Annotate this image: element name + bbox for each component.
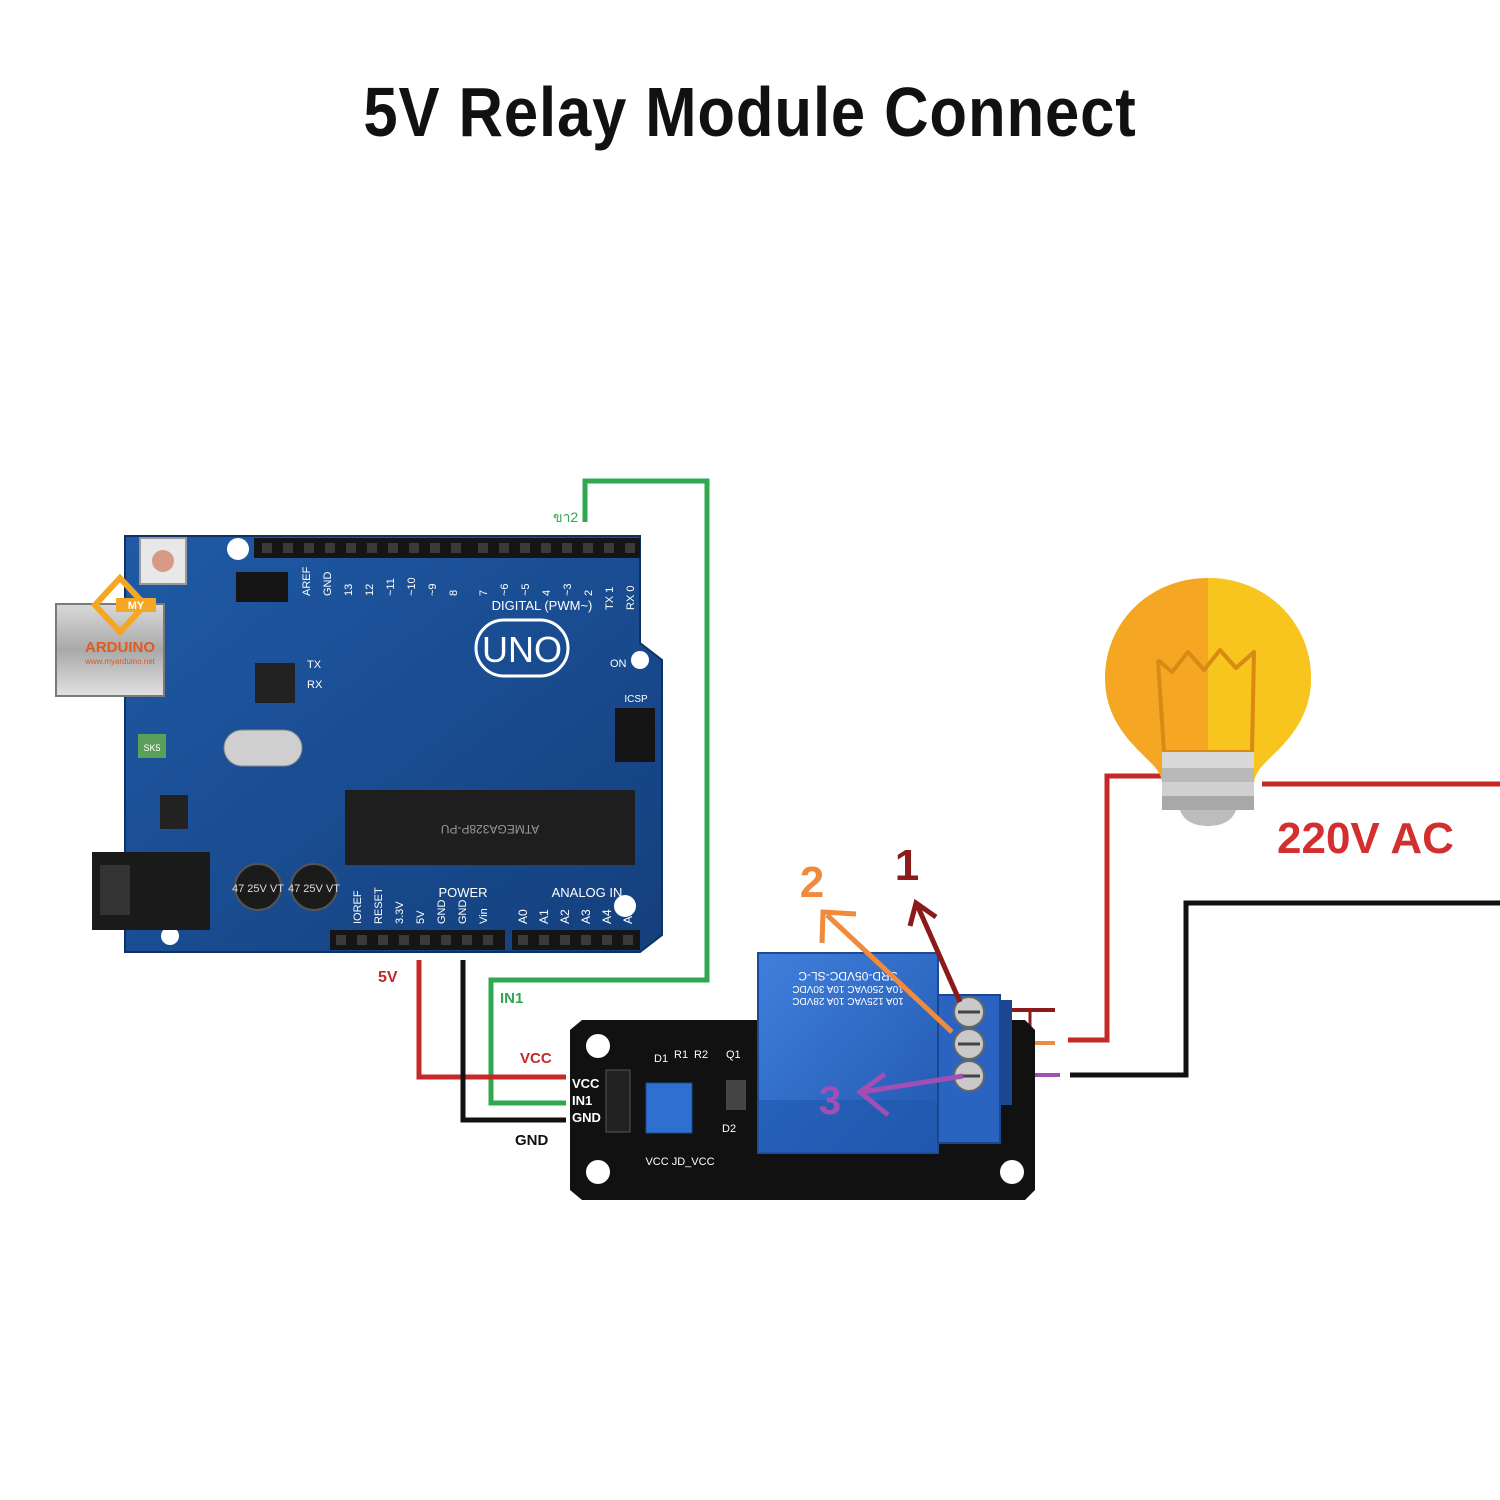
wire-gnd	[460, 960, 566, 1123]
terminal-2-arrow: 2	[800, 858, 954, 1034]
svg-text:47 25V VT: 47 25V VT	[232, 883, 284, 895]
pin-label: A5	[621, 909, 635, 924]
pin-label: ~6	[499, 583, 511, 596]
screw-terminal	[937, 994, 1012, 1144]
pin-label: TX 1	[604, 587, 616, 610]
pin-label: GND	[436, 900, 448, 925]
pin-label: 13	[343, 584, 355, 596]
pin-label: 2	[583, 590, 595, 596]
pin-label: 8	[448, 590, 460, 596]
jumper	[645, 1082, 693, 1134]
terminal-1-arrow: 1	[895, 841, 963, 1004]
pin-label: A2	[558, 909, 572, 924]
terminal-3-arrow: 3	[819, 1071, 964, 1123]
pin-label: 5V	[415, 910, 427, 924]
pin-label: 12	[364, 584, 376, 596]
logo-url: www.myarduino.net	[84, 657, 156, 666]
pin-label: ~5	[520, 583, 532, 596]
on-label: ON	[610, 658, 627, 670]
pin-label: ~11	[385, 578, 397, 596]
pin-label: 3.3V	[394, 901, 406, 924]
wire-label-in1: IN1	[500, 990, 523, 1007]
relay-pin-vcc: VCC	[572, 1076, 600, 1091]
svg-text:SRD-05VDC-SL-C: SRD-05VDC-SL-C	[798, 969, 898, 983]
pin-label: A1	[537, 909, 551, 924]
light-bulb-icon	[1105, 578, 1311, 826]
myarduino-logo: MY ARDUINO www.myarduino.net	[84, 573, 156, 666]
component-label: R2	[694, 1049, 708, 1061]
atmega-chip	[345, 790, 635, 865]
terminal-3-label: 3	[819, 1079, 841, 1123]
wire-ac-neutral	[1070, 900, 1500, 1078]
pin-label: 4	[541, 590, 553, 596]
logo-top: MY	[128, 600, 145, 612]
pin-label: 7	[478, 590, 490, 596]
component-label: D2	[722, 1123, 736, 1135]
component-label: R1	[674, 1049, 688, 1061]
terminal-1-label: 1	[895, 841, 919, 890]
capacitor: 47 25V VT	[288, 863, 340, 911]
board-name: UNO	[482, 629, 562, 670]
svg-text:10A 250VAC 10A 30VDC: 10A 250VAC 10A 30VDC	[792, 983, 904, 994]
relay-pin-gnd: GND	[572, 1110, 601, 1125]
svg-text:ATMEGA328P-PU: ATMEGA328P-PU	[441, 822, 539, 836]
relay-pin-in1: IN1	[572, 1093, 592, 1108]
pin-label: AREF	[301, 566, 313, 596]
power-label: POWER	[438, 885, 487, 900]
relay-pin-labels: VCC IN1 GND	[572, 1076, 601, 1125]
analog-label: ANALOG IN	[552, 885, 623, 900]
pin-label: IOREF	[352, 890, 364, 924]
fuse-label: SK5	[143, 743, 160, 753]
pin-label: ~10	[406, 577, 418, 596]
svg-text:10A 125VAC 10A 28VDC: 10A 125VAC 10A 28VDC	[792, 995, 904, 1006]
wire-5v-vcc	[416, 960, 566, 1080]
component-label: D1	[654, 1053, 668, 1065]
relay-cube: SRD-05VDC-SL-C 10A 250VAC 10A 30VDC 10A …	[757, 952, 939, 1154]
pin-label: Vin	[478, 908, 490, 924]
arduino-uno-board: 47 25V VT 47 25V VT SK5 ICSP ATMEGA328P-…	[55, 535, 663, 953]
pin-label: GND	[457, 900, 469, 925]
logo-name: ARDUINO	[85, 639, 155, 656]
tx-label: TX	[307, 659, 322, 671]
icsp-label: ICSP	[624, 694, 648, 705]
component-label: Q1	[726, 1049, 741, 1061]
wire-signal-in1	[488, 478, 710, 1106]
wire-label-gnd: GND	[515, 1132, 549, 1149]
pin-label: A0	[516, 909, 530, 924]
wire-label-5v: 5V	[378, 969, 398, 986]
page-title: 5V Relay Module Connect	[363, 73, 1137, 151]
pin-label: RESET	[373, 887, 385, 924]
wire-label-pin2: ขา2	[553, 509, 578, 525]
pin-label: A3	[579, 909, 593, 924]
jumper-label: VCC JD_VCC	[645, 1156, 714, 1168]
capacitor: 47 25V VT	[232, 863, 284, 911]
supply-label: 220V AC	[1277, 814, 1454, 863]
pin-label: A4	[600, 909, 614, 924]
wire-label-vcc: VCC	[520, 1050, 552, 1067]
pin-label: ~3	[562, 583, 574, 596]
pin-label: RX 0	[625, 586, 637, 610]
wire-ac-live-to-bulb	[1068, 773, 1162, 1043]
terminal-2-label: 2	[800, 858, 824, 907]
digital-label: DIGITAL (PWM~)	[492, 598, 593, 613]
relay-module: VCC IN1 GND VCC JD_VCC D1 R1 R2 Q1 D2 SR…	[570, 952, 1035, 1200]
pin-label: GND	[322, 572, 334, 597]
svg-text:47 25V VT: 47 25V VT	[288, 883, 340, 895]
pin-label: ~9	[427, 583, 439, 596]
rx-label: RX	[307, 679, 323, 691]
